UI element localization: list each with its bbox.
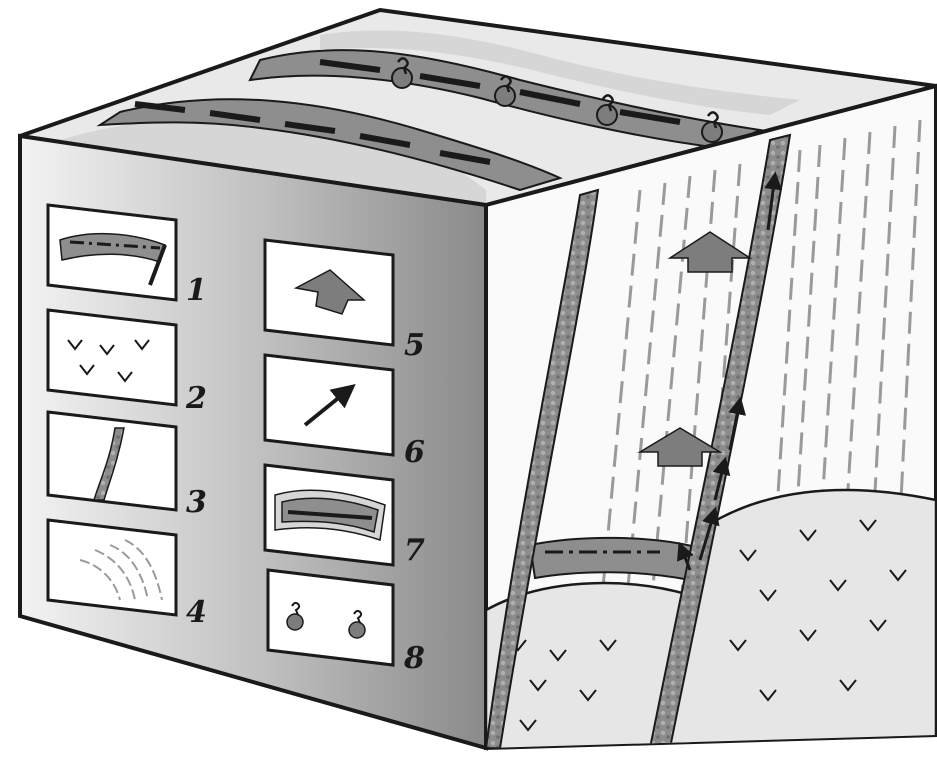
legend-number-1: 1	[186, 273, 207, 308]
legend-number-8: 8	[403, 641, 425, 676]
legend-number-2: 2	[185, 381, 207, 416]
legend-number-4: 4	[186, 595, 207, 630]
block-right-face	[486, 86, 936, 760]
legend-number-3: 3	[186, 485, 207, 520]
legend-number-5: 5	[404, 328, 425, 363]
legend-number-6: 6	[404, 435, 425, 470]
legend-number-7: 7	[404, 533, 425, 568]
